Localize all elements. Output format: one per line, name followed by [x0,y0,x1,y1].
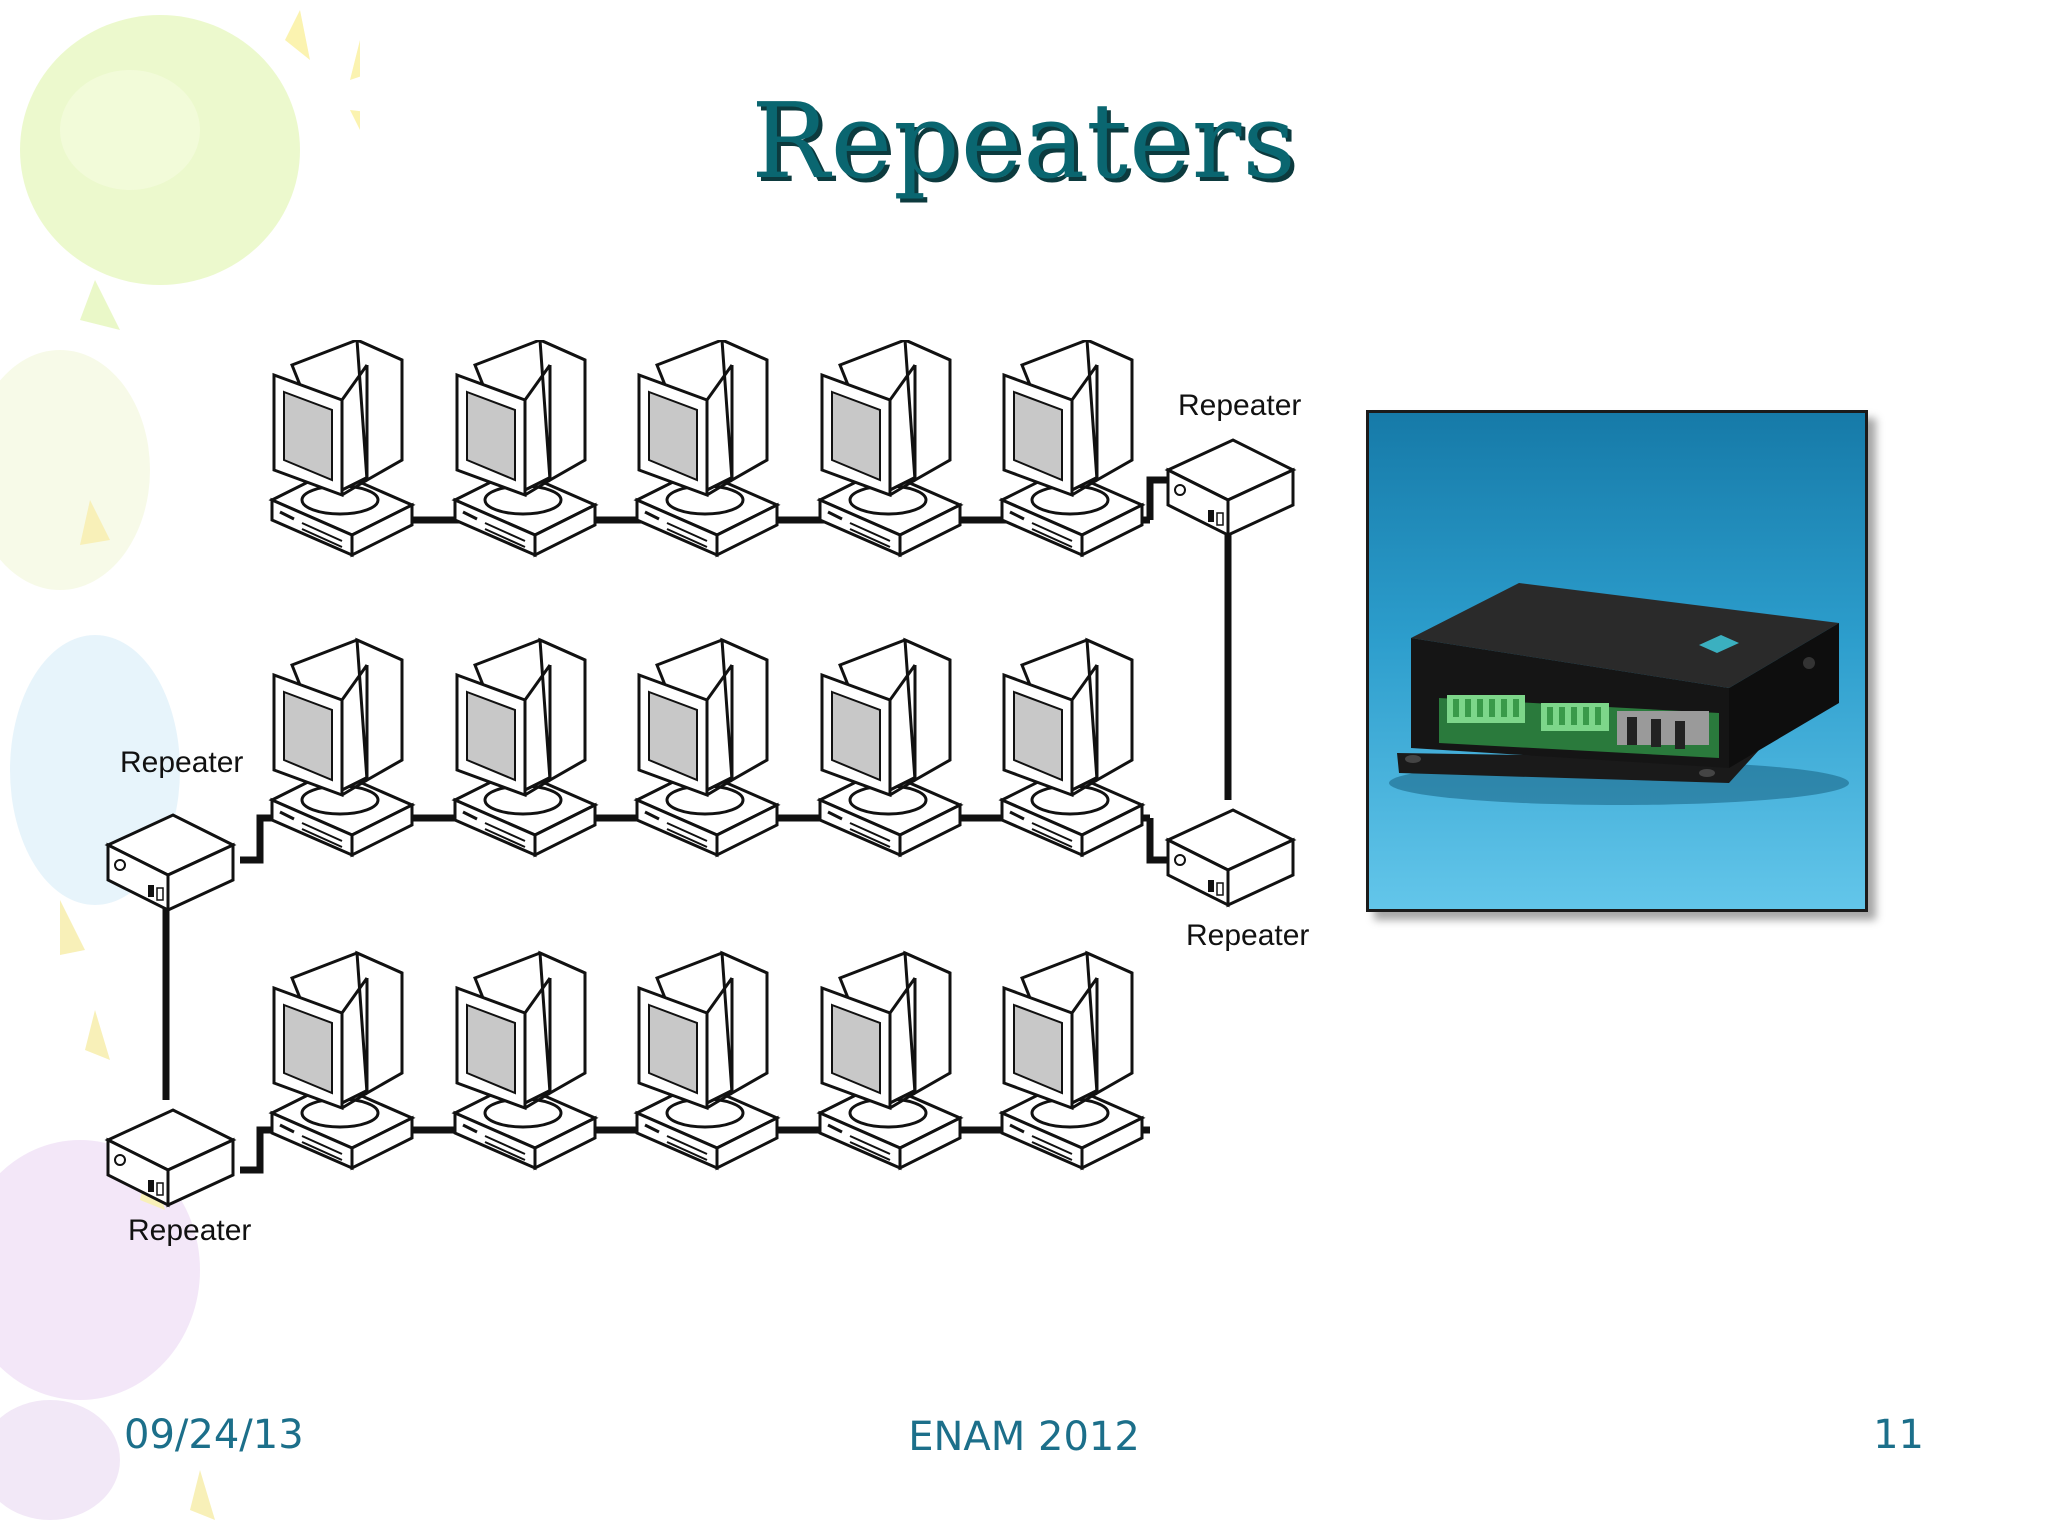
repeater-device-bottom-left [106,1108,235,1207]
footer-page-number: 11 [1873,1412,1924,1458]
computer [818,951,962,1170]
computer [635,638,779,857]
computer [1000,638,1144,857]
repeater-hardware-illustration [1389,583,1849,805]
computer [270,340,414,557]
computer [270,638,414,857]
repeater-hardware-photo [1366,410,1868,912]
slide-title: Repeaters [751,80,1297,202]
computer [818,638,962,857]
computer [1000,951,1144,1170]
repeater-device-middle-left [106,813,235,912]
repeater-device-top-right [1166,438,1295,537]
repeater-label: Repeater [1186,919,1309,952]
computer [453,638,597,857]
repeater-label: Repeater [1178,389,1301,422]
computer [453,340,597,557]
computer [453,951,597,1170]
computer [818,340,962,557]
computer [635,340,779,557]
balloon-background-decoration [0,10,360,1520]
repeater-network-diagram: Repeater Repeater Repeater Repeater [106,340,1309,1247]
repeater-label: Repeater [120,746,243,779]
computer [270,951,414,1170]
computer [1000,340,1144,557]
computer-row-3 [270,951,1144,1170]
computer-row-1 [270,340,1144,557]
computer [635,951,779,1170]
repeater-device-middle-right [1166,808,1295,907]
computer-row-2 [270,638,1144,857]
footer-date: 09/24/13 [124,1412,304,1458]
footer-center-text: ENAM 2012 [908,1414,1140,1460]
repeater-label: Repeater [128,1214,251,1247]
